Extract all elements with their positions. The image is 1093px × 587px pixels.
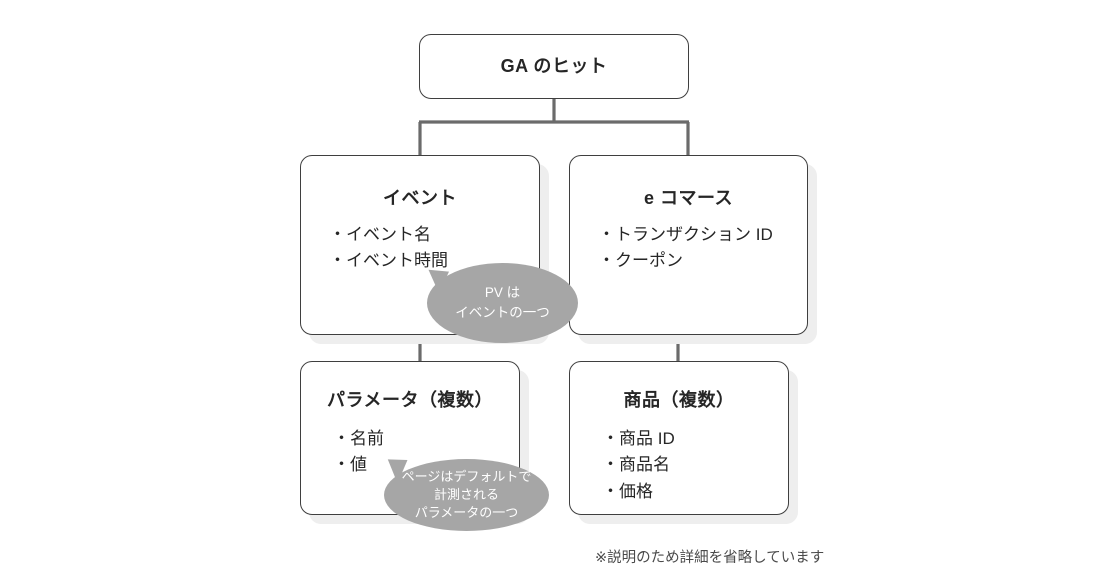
list-item: ・イベント名: [329, 225, 431, 244]
callout-pv: PV は イベントの一つ: [427, 262, 578, 343]
list-item: ・値: [333, 455, 367, 475]
callout-pv-text: PV は イベントの一つ: [455, 285, 550, 320]
node-ecommerce-list: ・トランザクション ID ・クーポン: [570, 210, 807, 275]
node-product-list: ・商品 ID ・商品名 ・価格: [570, 412, 788, 505]
node-product: 商品（複数） ・商品 ID ・商品名 ・価格: [569, 361, 789, 515]
node-product-title: 商品（複数）: [623, 390, 735, 410]
node-parameter-list: ・名前 ・値: [301, 412, 519, 479]
callout-parameter-default: ページはデフォルトで 計測される パラメータの一つ: [384, 452, 549, 531]
node-event-title: イベント: [383, 188, 457, 208]
list-item: ・トランザクション ID: [598, 225, 773, 244]
list-item: ・商品 ID: [602, 429, 675, 448]
node-event-list: ・イベント名 ・イベント時間: [301, 210, 539, 275]
list-item: ・名前: [333, 429, 384, 448]
callout-parameter-default-text: ページはデフォルトで 計測される パラメータの一つ: [401, 468, 532, 521]
footnote: ※説明のため詳細を省略しています: [595, 550, 825, 566]
node-ga-hit-title: GA のヒット: [500, 56, 608, 76]
node-ecommerce: e コマース ・トランザクション ID ・クーポン: [569, 155, 808, 335]
node-ecommerce-title: e コマース: [643, 188, 734, 208]
list-item: ・価格: [602, 481, 653, 501]
node-ga-hit: GA のヒット: [419, 34, 689, 99]
node-parameter-title: パラメータ（複数）: [327, 390, 493, 410]
list-item: ・イベント時間: [329, 251, 448, 271]
list-item: ・商品名: [602, 455, 670, 475]
list-item: ・クーポン: [598, 251, 683, 271]
